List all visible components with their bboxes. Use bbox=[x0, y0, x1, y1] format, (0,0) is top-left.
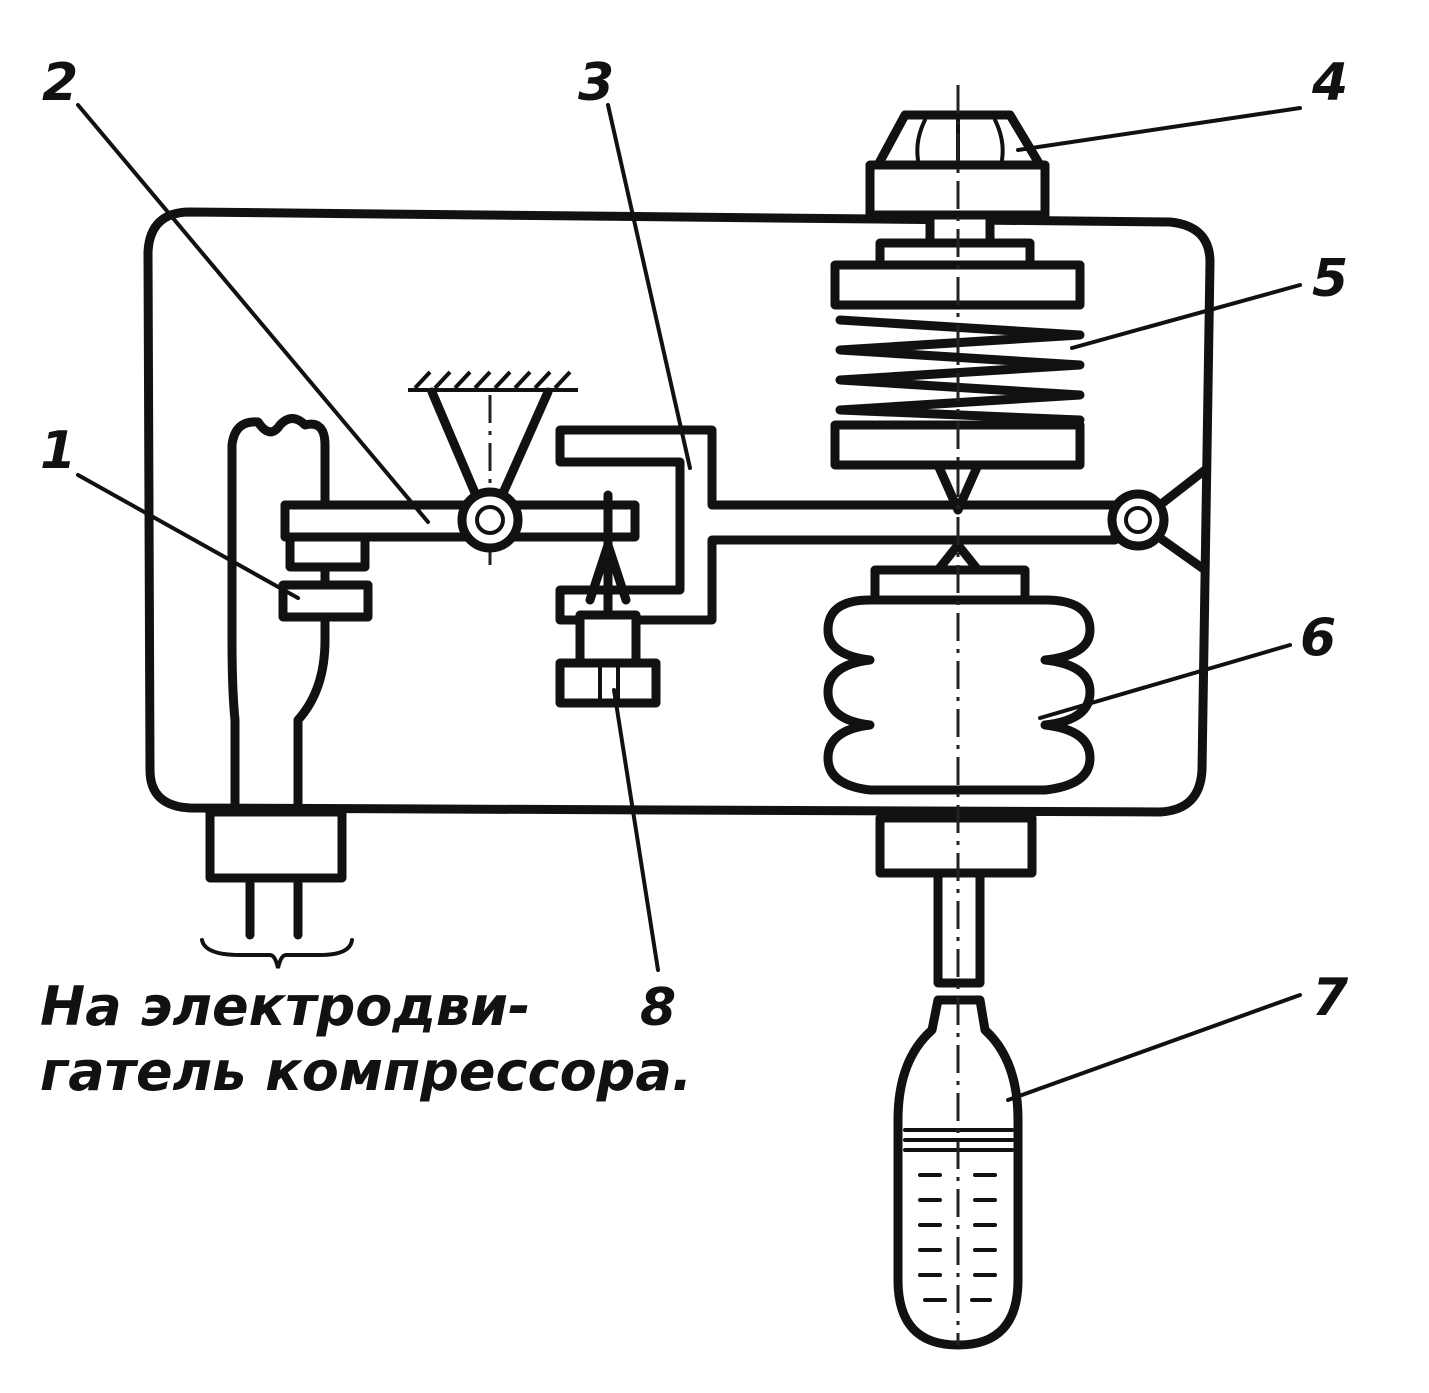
caption-line-1: На электродви- bbox=[40, 975, 530, 1038]
callout-5: 5 bbox=[1312, 249, 1348, 309]
lever bbox=[280, 370, 640, 565]
bracket bbox=[555, 425, 1120, 625]
caption-brace bbox=[200, 938, 354, 969]
callout-4: 4 bbox=[1311, 53, 1348, 113]
contact-tube bbox=[227, 414, 330, 810]
right-pivot bbox=[1107, 465, 1210, 575]
callout-7: 7 bbox=[1312, 968, 1349, 1028]
callout-6: 6 bbox=[1300, 608, 1336, 668]
callout-8: 8 bbox=[640, 978, 676, 1038]
callout-2: 2 bbox=[42, 53, 78, 113]
leader-lines bbox=[76, 103, 1302, 1102]
callout-1: 1 bbox=[40, 421, 76, 481]
caption-line-2: гатель компрессора. bbox=[40, 1040, 692, 1103]
bellows bbox=[823, 565, 1095, 988]
adjusting-screw bbox=[555, 490, 661, 708]
callout-3: 3 bbox=[578, 53, 614, 113]
housing bbox=[143, 207, 1215, 940]
